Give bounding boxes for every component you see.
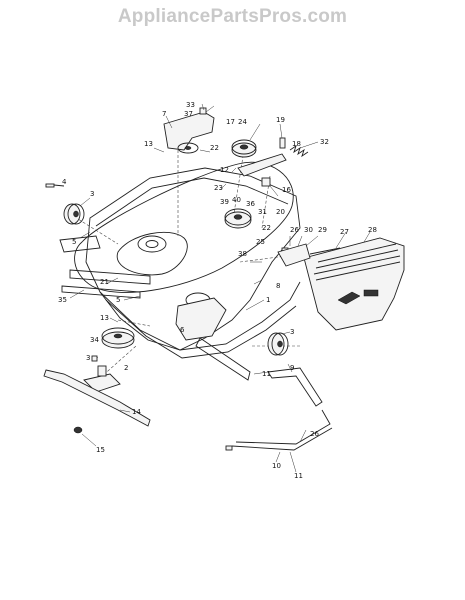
callout-24: 24 [238, 118, 247, 126]
callout-leaders [69, 103, 371, 473]
belt-guard [175, 297, 227, 341]
callout-39: 39 [220, 198, 229, 206]
callout-38: 38 [238, 250, 247, 258]
side-shield [303, 237, 405, 331]
callout-13-top: 13 [144, 140, 153, 148]
callout-5-mid: 5 [116, 296, 120, 304]
callout-27: 27 [340, 228, 349, 236]
idler-arm [237, 153, 287, 177]
callout-3-right: 3 [290, 328, 294, 336]
front-link [195, 337, 251, 381]
lift-link-upper [267, 367, 323, 407]
callout-31: 31 [258, 208, 267, 216]
callout-labels: 33 37 7 13 17 24 19 18 32 22 12 16 23 4 … [58, 101, 377, 480]
side-shield-ribs [313, 243, 401, 281]
deck-wheel-left [63, 203, 85, 225]
callout-30: 30 [304, 226, 313, 234]
lift-rod [231, 409, 333, 451]
callout-26-top: 26 [290, 226, 299, 234]
callout-5-left: 5 [72, 238, 76, 246]
callout-20: 20 [276, 208, 285, 216]
callout-18: 18 [292, 140, 301, 148]
callout-17: 17 [226, 118, 235, 126]
callout-12: 12 [220, 166, 229, 174]
callout-26-low: 26 [310, 430, 319, 438]
callout-7: 7 [162, 110, 166, 118]
callout-6: 6 [180, 326, 185, 334]
callout-15: 15 [96, 446, 105, 454]
blade-bolt [73, 426, 83, 434]
callout-10: 10 [272, 462, 281, 470]
deck-wheel-right [267, 332, 289, 356]
callout-23: 23 [214, 184, 223, 192]
side-shield-logo [337, 289, 379, 305]
pulley-40 [224, 208, 252, 229]
callout-35: 35 [58, 296, 67, 304]
watermark: AppliancePartsPros.com [117, 6, 348, 27]
callout-34: 34 [90, 336, 99, 344]
callout-36b: 3 [86, 354, 90, 362]
drive-belt [74, 161, 294, 293]
callout-33: 33 [186, 101, 195, 109]
callout-11-lower: 11 [294, 472, 303, 480]
callout-13-low: 13 [100, 314, 109, 322]
callout-25: 25 [256, 238, 265, 246]
callout-1: 1 [266, 296, 270, 304]
callout-16: 16 [282, 186, 291, 194]
callout-14: 14 [132, 408, 141, 416]
callout-2: 2 [124, 364, 128, 372]
callout-28: 28 [368, 226, 377, 234]
callout-4: 4 [62, 178, 67, 186]
mower-deck [59, 167, 301, 359]
callout-8: 8 [276, 282, 280, 290]
callout-9: 9 [290, 364, 294, 372]
washer-22 [177, 142, 199, 154]
callout-11-upper: 11 [262, 370, 271, 378]
pivot-bracket [277, 243, 311, 267]
callout-37: 37 [184, 110, 193, 118]
callout-40: 40 [232, 196, 241, 204]
callout-32: 32 [320, 138, 329, 146]
callout-22-mid: 22 [262, 224, 271, 232]
callout-21: 21 [100, 278, 109, 286]
mower-blade [43, 369, 151, 427]
pulley-17 [231, 139, 257, 158]
callout-19: 19 [276, 116, 285, 124]
callout-36: 36 [246, 200, 255, 208]
blade-pulley [101, 327, 135, 349]
callout-3-left: 3 [90, 190, 94, 198]
adjust-rod [309, 247, 341, 255]
callout-29: 29 [318, 226, 327, 234]
spring-32 [289, 144, 309, 158]
callout-22-top: 22 [210, 144, 219, 152]
